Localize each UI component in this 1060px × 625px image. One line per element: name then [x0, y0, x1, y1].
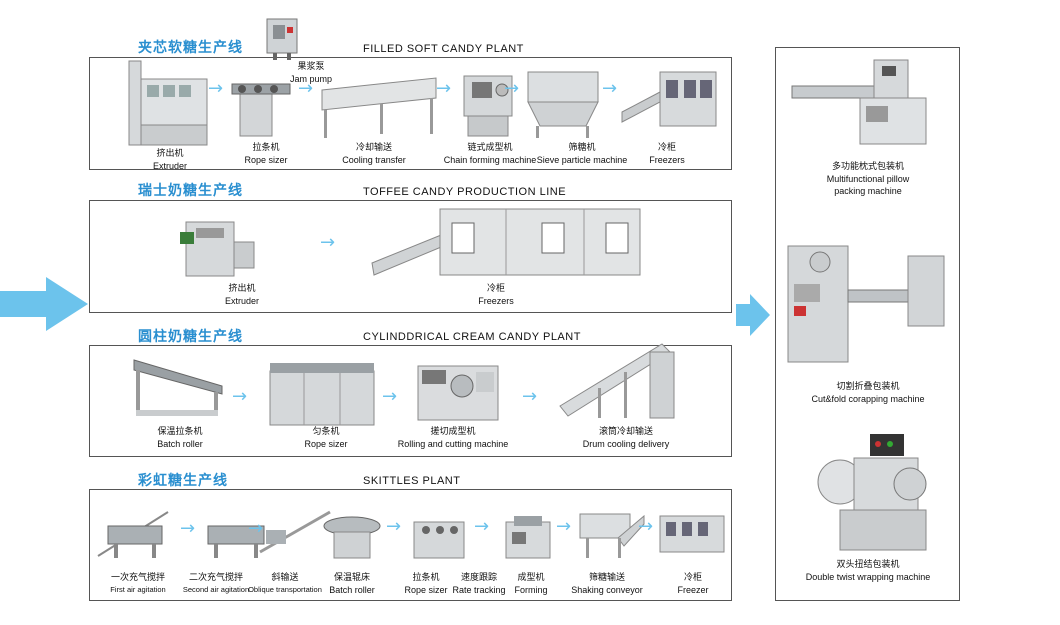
row1-arrow-5: →: [602, 78, 618, 99]
extruder-image: [127, 59, 209, 147]
first-agitation-image: [96, 508, 170, 560]
row1-en-title: FILLED SOFT CANDY PLANT: [363, 43, 524, 55]
row1-cn-title: 夹芯软糖生产线: [138, 40, 243, 56]
row4-cn-title: 彩虹糖生产线: [138, 473, 228, 489]
skittles-rope-sizer-image: [410, 512, 468, 562]
sieve-machine-image: [526, 68, 602, 140]
pillow-packing-image: [790, 56, 940, 152]
row1-arrow-2: →: [298, 78, 314, 99]
row1-arrow-4: →: [504, 78, 520, 99]
oblique-transport-image: [258, 508, 332, 556]
chain-forming-image: [458, 68, 520, 140]
rope-sizer-image: [230, 70, 292, 140]
skittles-freezer-image: [658, 512, 726, 554]
row3-en-title: CYLINDDRICAL CREAM CANDY PLANT: [363, 331, 581, 343]
row4-arrow-6: →: [638, 516, 654, 537]
row4-en-title: SKITTLES PLANT: [363, 475, 461, 487]
row2-arrow-1: →: [320, 232, 336, 253]
rolling-cutting-image: [414, 358, 504, 424]
row3-arrow-2: →: [382, 386, 398, 407]
row3-arrow-1: →: [232, 386, 248, 407]
row2-cn-title: 瑞士奶糖生产线: [138, 183, 243, 199]
left-flow-arrow: [0, 275, 90, 333]
row1-arrow-1: →: [208, 78, 224, 99]
jam-pump-image: [265, 17, 299, 61]
row4-arrow-1: →: [180, 518, 196, 539]
row4-arrow-2: →: [248, 518, 264, 539]
cooling-transfer-image: [320, 70, 438, 140]
skittles-batch-roller-image: [322, 514, 382, 562]
batch-roller-image: [130, 356, 226, 420]
row4-arrow-3: →: [386, 516, 402, 537]
right-flow-arrow: [736, 294, 770, 336]
forming-image: [500, 512, 556, 562]
second-agitation-image: [204, 510, 272, 560]
row3-arrow-3: →: [522, 386, 538, 407]
toffee-freezers-image: [370, 205, 642, 283]
row1-arrow-3: →: [436, 78, 452, 99]
drum-cooling-image: [558, 342, 678, 428]
toffee-extruder-image: [178, 214, 258, 280]
shaking-conveyor-image: [578, 510, 646, 562]
cyl-rope-sizer-image: [268, 361, 376, 427]
cut-fold-image: [784, 236, 950, 366]
row3-cn-title: 圆柱奶糖生产线: [138, 329, 243, 345]
row4-arrow-5: →: [556, 516, 572, 537]
row4-arrow-4: →: [474, 516, 490, 537]
freezers-image: [620, 68, 718, 132]
row2-en-title: TOFFEE CANDY PRODUCTION LINE: [363, 186, 567, 198]
double-twist-image: [810, 430, 936, 554]
